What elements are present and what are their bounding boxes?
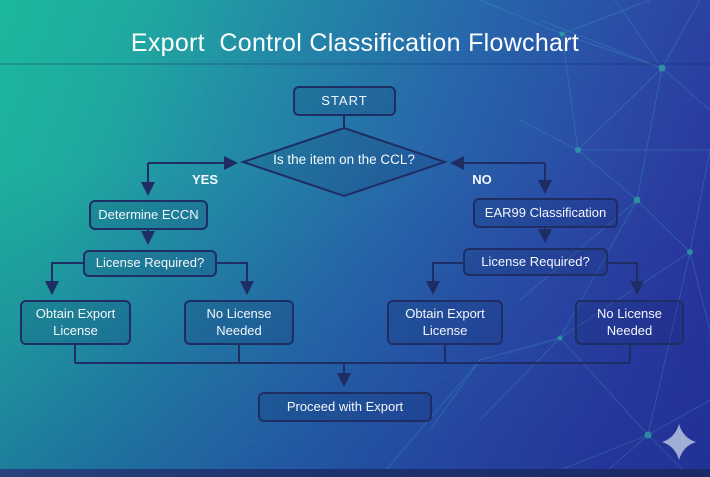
edge-licenseleft-nolicense xyxy=(216,262,254,295)
node-start: START xyxy=(293,86,396,116)
edge-licenseleft-obtain xyxy=(45,262,84,295)
node-license-required-left: License Required? xyxy=(83,250,217,277)
title-underline xyxy=(0,63,710,65)
node-license-required-right: License Required? xyxy=(463,248,608,276)
mesh-lines-faint xyxy=(0,119,561,477)
edge-merge-stubs xyxy=(74,344,631,363)
node-no-license-right: No License Needed xyxy=(575,300,684,345)
edge-licenseright-nolicense xyxy=(608,262,644,295)
node-obtain-license-right: Obtain Export License xyxy=(387,300,503,345)
branch-label-no: NO xyxy=(472,172,492,187)
node-ear99-classification: EAR99 Classification xyxy=(473,198,618,228)
sparkle-icon xyxy=(662,424,696,460)
mesh-nodes xyxy=(557,31,693,439)
bottom-accent-bar xyxy=(0,469,710,477)
node-decision-label: Is the item on the CCL? xyxy=(273,152,415,167)
branch-label-yes: YES xyxy=(191,172,218,187)
node-obtain-license-left: Obtain Export License xyxy=(20,300,131,345)
edge-licenseright-obtain xyxy=(426,262,463,295)
node-proceed-export: Proceed with Export xyxy=(258,392,432,422)
page-title: Export Control Classification Flowchart xyxy=(130,29,580,57)
node-no-license-left: No License Needed xyxy=(184,300,294,345)
mesh-lines xyxy=(379,0,710,477)
node-determine-eccn: Determine ECCN xyxy=(89,200,208,230)
decision-diamond xyxy=(239,126,449,198)
